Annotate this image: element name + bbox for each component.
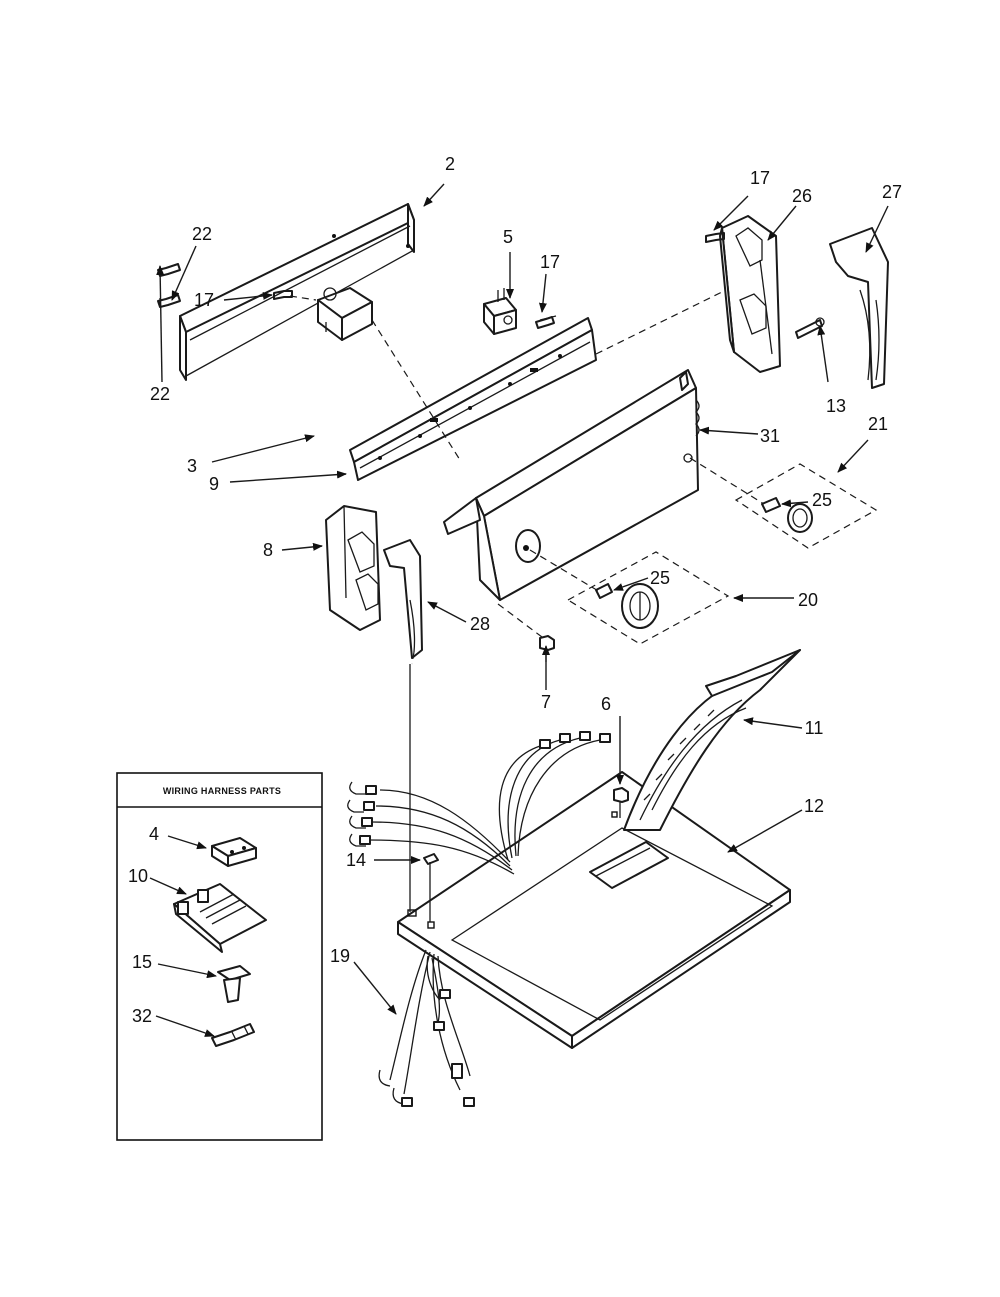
screw-part-22-lower	[157, 263, 181, 277]
knob-set-part-21	[734, 463, 878, 549]
callout-6: 6	[601, 694, 611, 714]
console-housing-part-31	[443, 369, 700, 601]
callout-3: 3	[187, 456, 197, 476]
connector-part-10	[173, 883, 267, 953]
end-cap-part-8	[325, 505, 381, 631]
callout-14: 14	[346, 850, 366, 870]
connector-part-4	[211, 837, 257, 867]
callout-28: 28	[470, 614, 490, 634]
knob-set-part-20	[566, 551, 730, 645]
control-bracket-part-9	[349, 317, 597, 481]
callout-9: 9	[209, 474, 219, 494]
terminal-block-part-3	[317, 287, 373, 341]
callout-17-center: 17	[540, 252, 560, 272]
callout-32: 32	[132, 1006, 152, 1026]
knob-part-25-center	[595, 583, 659, 629]
callout-7: 7	[541, 692, 551, 712]
callout-17-right: 17	[750, 168, 770, 188]
callout-27: 27	[882, 182, 902, 202]
callout-13: 13	[826, 396, 846, 416]
inset-title: WIRING HARNESS PARTS	[163, 786, 281, 796]
callout-2: 2	[445, 154, 455, 174]
callout-11: 11	[805, 718, 824, 738]
screw-part-7	[539, 635, 555, 662]
callout-21: 21	[868, 414, 888, 434]
callout-22-upper: 22	[192, 224, 212, 244]
duct-part-11	[623, 649, 801, 831]
end-cap-part-26	[719, 215, 781, 373]
callout-25-center: 25	[650, 568, 670, 588]
assembly-guide-lines	[289, 291, 765, 665]
callout-31: 31	[760, 426, 780, 446]
switch-part-5	[483, 288, 517, 335]
callout-20: 20	[798, 590, 818, 610]
screw-part-17-left	[273, 290, 293, 300]
screw-part-17-right	[705, 232, 725, 243]
clip-part-14	[423, 853, 439, 922]
callout-10: 10	[128, 866, 148, 886]
callout-15: 15	[132, 952, 152, 972]
knob-part-25-right	[761, 497, 813, 533]
callout-22-lower: 22	[150, 384, 170, 404]
wiring-harness-part-19	[347, 731, 611, 1107]
screw-part-6	[613, 787, 629, 818]
end-cap-part-27	[829, 227, 889, 389]
wiring-harness-inset: WIRING HARNESS PARTS	[116, 772, 323, 1141]
callout-26: 26	[792, 186, 812, 206]
callout-8: 8	[263, 540, 273, 560]
callout-4: 4	[149, 824, 159, 844]
end-cap-part-28	[383, 539, 423, 659]
callout-17-left: 17	[194, 290, 214, 310]
callout-5: 5	[503, 227, 513, 247]
leader-lines	[149, 183, 889, 1037]
callout-labels: 2 22 22 5 17 17 17 26 27 13 3 9 31 21 25…	[128, 154, 902, 1026]
connector-part-15	[217, 965, 251, 1003]
callout-12: 12	[804, 796, 824, 816]
callout-19: 19	[330, 946, 350, 966]
rear-panel-part-2	[179, 203, 415, 381]
terminal-part-32	[211, 1023, 255, 1047]
callout-25-right: 25	[812, 490, 832, 510]
top-panel-part-12	[397, 771, 791, 1049]
